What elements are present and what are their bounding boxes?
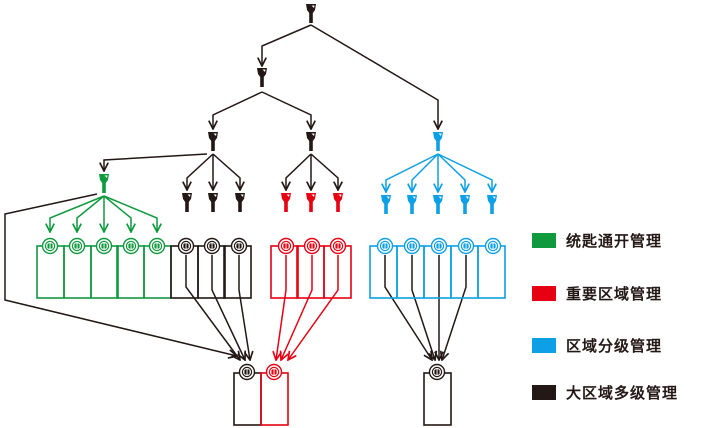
blue-lock-icon [430, 237, 448, 255]
edge-green-master-to-lock [103, 195, 131, 232]
lock-cylinders [41, 237, 502, 381]
edge-black-lock-to-shared [238, 255, 250, 360]
edge-blue-master-to-key [437, 153, 465, 192]
edge-black-lock-to-shared [211, 255, 245, 360]
blue-key-icon [460, 195, 470, 214]
edge-sub1-to-black-key [212, 153, 240, 190]
blue-lock-icon [403, 237, 421, 255]
green-lock-icon [148, 237, 166, 255]
blue-master-key-icon [433, 132, 443, 151]
black-key-icon [182, 193, 192, 212]
shared-door-left-black [233, 372, 262, 426]
edge-blue-master-to-key [412, 153, 439, 192]
door-panels [36, 245, 506, 426]
edge-sub2-to-red-key [310, 153, 338, 190]
legend-swatch-black [532, 384, 556, 400]
shared-door-black-lock-icon [238, 363, 256, 381]
edge-red-lock-to-shared [281, 255, 313, 360]
shared-door-right [423, 372, 452, 426]
edge-blue-lock-to-shared [384, 255, 432, 360]
edge-red-lock-to-shared [276, 255, 287, 360]
legend-swatch-red [532, 285, 556, 301]
connector-lines [4, 24, 492, 360]
edge-blue-master-to-key [437, 153, 492, 192]
legend-label: 统匙通开管理 [566, 231, 663, 250]
keys [99, 4, 497, 214]
blue-key-icon [487, 195, 497, 214]
black-lock-icon [203, 237, 221, 255]
master-key-icon [257, 68, 267, 87]
black-key-icon [208, 193, 218, 212]
edge-blue-lock-to-shared [411, 255, 435, 360]
legend-item-black: 大区域多级管理 [532, 382, 678, 402]
red-lock-icon [329, 237, 347, 255]
green-lock-icon [122, 237, 140, 255]
edge-green-master-to-lock [50, 195, 105, 232]
green-lock-icon [95, 237, 113, 255]
blue-key-icon [381, 195, 391, 214]
blue-lock-icon [376, 237, 394, 255]
edge-sub1-to-green-master [104, 153, 208, 171]
green-lock-icon [41, 237, 59, 255]
edge-master-to-sub1 [213, 91, 263, 129]
edge-green-master-to-shared-door [4, 193, 237, 356]
edge-root-to-master [262, 24, 312, 66]
edge-green-master-to-lock [77, 195, 105, 232]
shared-door-red-lock-icon [265, 363, 283, 381]
legend-label: 大区域多级管理 [566, 383, 679, 402]
red-lock-icon [303, 237, 321, 255]
edge-black-lock-to-shared [185, 255, 240, 360]
sub-master-key-1-icon [208, 132, 218, 151]
legend-label: 重要区域管理 [566, 284, 663, 303]
black-lock-icon [177, 237, 195, 255]
grand-master-key-icon [306, 4, 316, 23]
blue-lock-icon [457, 237, 475, 255]
black-key-icon [235, 193, 245, 212]
edge-blue-lock-to-shared [442, 255, 467, 360]
legend-label: 区域分级管理 [566, 336, 663, 355]
green-master-key-icon [99, 174, 109, 193]
shared-door-left-red [260, 372, 289, 426]
edge-sub1-to-black-key [187, 153, 214, 190]
black-lock-icon [230, 237, 248, 255]
edge-red-lock-to-shared [288, 255, 339, 360]
red-key-icon [306, 193, 316, 212]
blue-lock-icon [484, 237, 502, 255]
red-lock-icon [277, 237, 295, 255]
legend-item-green: 统匙通开管理 [532, 230, 662, 250]
blue-key-icon [407, 195, 417, 214]
legend-swatch-blue [532, 337, 556, 353]
shared-door-right-lock-icon [428, 363, 446, 381]
edge-root-to-blue-master [310, 24, 438, 129]
edge-blue-master-to-key [386, 153, 439, 192]
legend-swatch-green [532, 232, 556, 248]
sub-master-key-2-icon [306, 132, 316, 151]
blue-key-icon [433, 195, 443, 214]
green-lock-icon [68, 237, 86, 255]
red-key-icon [333, 193, 343, 212]
edge-sub2-to-red-key [286, 153, 312, 190]
legend-item-red: 重要区域管理 [532, 283, 662, 303]
edge-master-to-sub2 [261, 91, 311, 129]
legend-item-blue: 区域分级管理 [532, 335, 662, 355]
edge-green-master-to-lock [103, 195, 157, 232]
red-key-icon [281, 193, 291, 212]
